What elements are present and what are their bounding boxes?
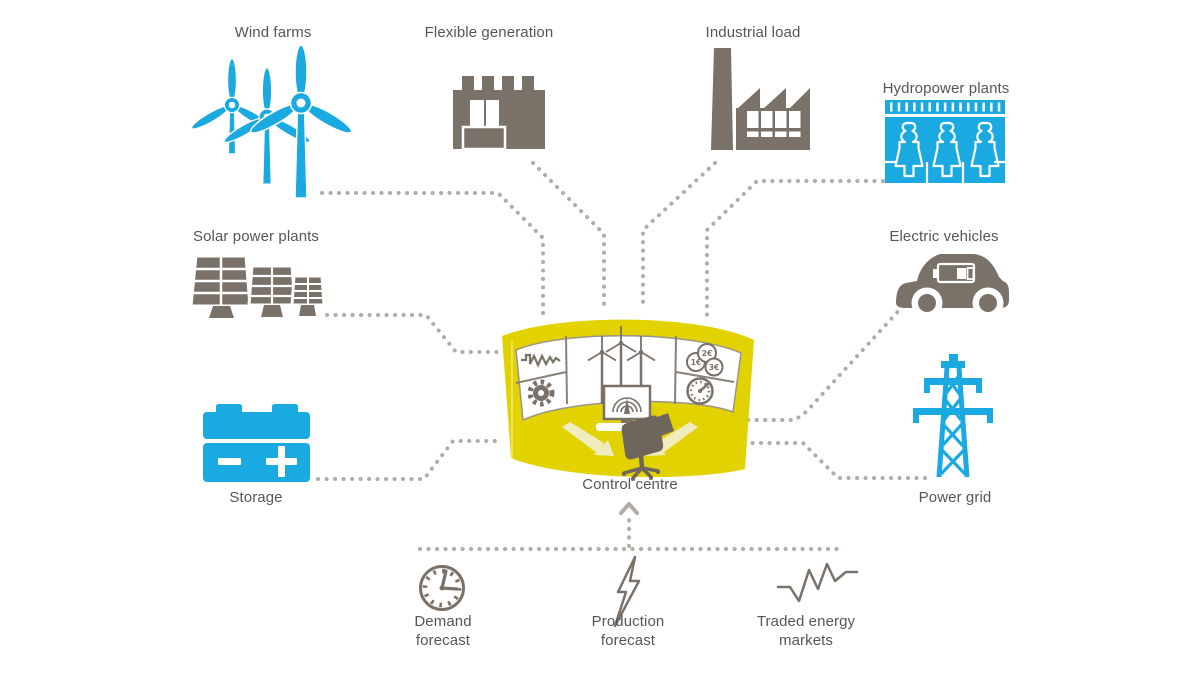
electric-vehicles-icon <box>896 254 1009 319</box>
gear-icon <box>527 379 555 407</box>
electric-vehicles-label: Electric vehicles <box>889 228 999 245</box>
storage-icon <box>203 404 310 482</box>
connector-lines <box>316 161 934 551</box>
car-battery-icon <box>933 262 976 284</box>
solar-power-plants-icon <box>189 254 326 318</box>
connector-industrial-load <box>641 161 717 309</box>
flexible-generation-label: Flexible generation <box>424 24 554 41</box>
solar-power-plants-label: Solar power plants <box>192 228 320 245</box>
flexible-generation-icon <box>453 76 545 151</box>
industrial-load-icon <box>711 48 810 150</box>
demand-forecast-icon <box>419 565 465 611</box>
storage-label: Storage <box>229 489 283 506</box>
svg-text:3€: 3€ <box>709 363 719 372</box>
connector-electric-vehicles <box>742 304 905 422</box>
connector-hydropower <box>705 179 885 320</box>
connector-storage <box>316 439 502 481</box>
production-forecast-label: Production forecast <box>591 613 665 649</box>
euro-coins-icon: 1€ 2€ 3€ <box>686 343 724 377</box>
minus-symbol <box>218 458 241 465</box>
power-grid-label: Power grid <box>918 489 992 506</box>
traded-energy-markets-icon <box>776 562 859 603</box>
hydropower-plants-icon <box>885 100 1005 183</box>
control-centre-icon: 1€ 2€ 3€ <box>502 319 754 481</box>
production-forecast-icon <box>613 555 641 628</box>
gauge-icon <box>686 377 714 405</box>
control-centre-label: Control centre <box>582 476 678 493</box>
monitor-antenna-icon <box>602 384 652 423</box>
traded-energy-markets-label: Traded energy markets <box>756 613 856 649</box>
wind-farms-label: Wind farms <box>234 24 312 41</box>
svg-text:2€: 2€ <box>702 349 712 358</box>
connector-wind-farms <box>320 191 545 318</box>
operator-chair-icon <box>621 413 674 481</box>
screen-wall <box>515 335 742 422</box>
connector-flexible-generation <box>531 161 606 308</box>
wind-farms-icon <box>191 44 353 199</box>
power-grid-icon <box>913 354 993 478</box>
demand-forecast-label: Demand forecast <box>414 613 472 649</box>
up-arrow-icon <box>619 502 639 515</box>
svg-text:1€: 1€ <box>691 358 701 367</box>
industrial-load-label: Industrial load <box>705 24 801 41</box>
connector-solar <box>325 313 502 354</box>
connector-power-grid <box>742 441 934 480</box>
hydropower-plants-label: Hydropower plants <box>882 80 1010 97</box>
plus-symbol <box>266 446 297 477</box>
waveform-icon <box>521 353 561 368</box>
